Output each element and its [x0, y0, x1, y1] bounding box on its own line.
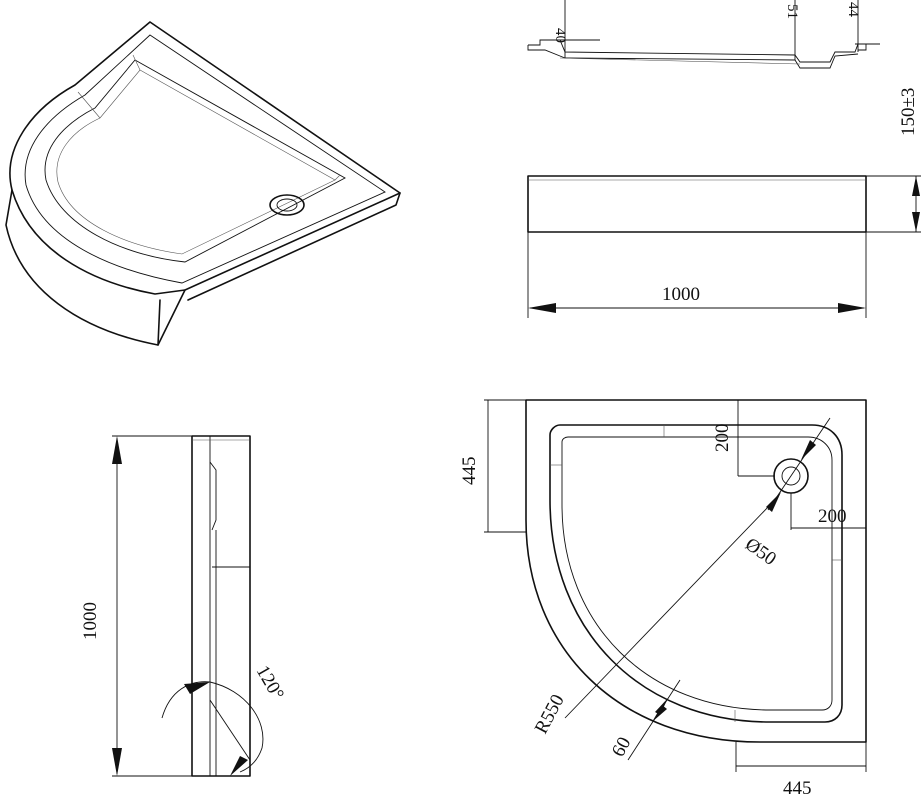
profile-view: 40 51 44 [527, 0, 880, 69]
dim-plan-width: 445 [783, 778, 812, 799]
dim-drain-diameter: Ø50 [741, 534, 780, 570]
dim-drain-y: 200 [712, 424, 733, 453]
dim-radius: R550 [531, 691, 569, 737]
side-view: 1000 120° [80, 435, 288, 777]
front-view: 1000 150±3 [527, 88, 921, 318]
dim-profile-middle: 51 [784, 4, 800, 19]
dim-top-width: 1000 [662, 284, 700, 305]
drain-icon [269, 194, 305, 216]
dim-plan-height: 445 [459, 457, 480, 486]
plan-view: 445 200 200 Ø50 R550 60 445 [459, 399, 867, 799]
dim-rim-width: 60 [608, 734, 635, 761]
dim-height: 150±3 [898, 88, 919, 136]
isometric-view [5, 21, 401, 346]
dim-angle: 120° [252, 662, 288, 704]
dim-drain-x: 200 [818, 506, 847, 527]
dim-profile-right: 44 [845, 2, 861, 18]
dim-profile-left: 40 [552, 28, 568, 43]
dim-side-length: 1000 [80, 602, 101, 640]
